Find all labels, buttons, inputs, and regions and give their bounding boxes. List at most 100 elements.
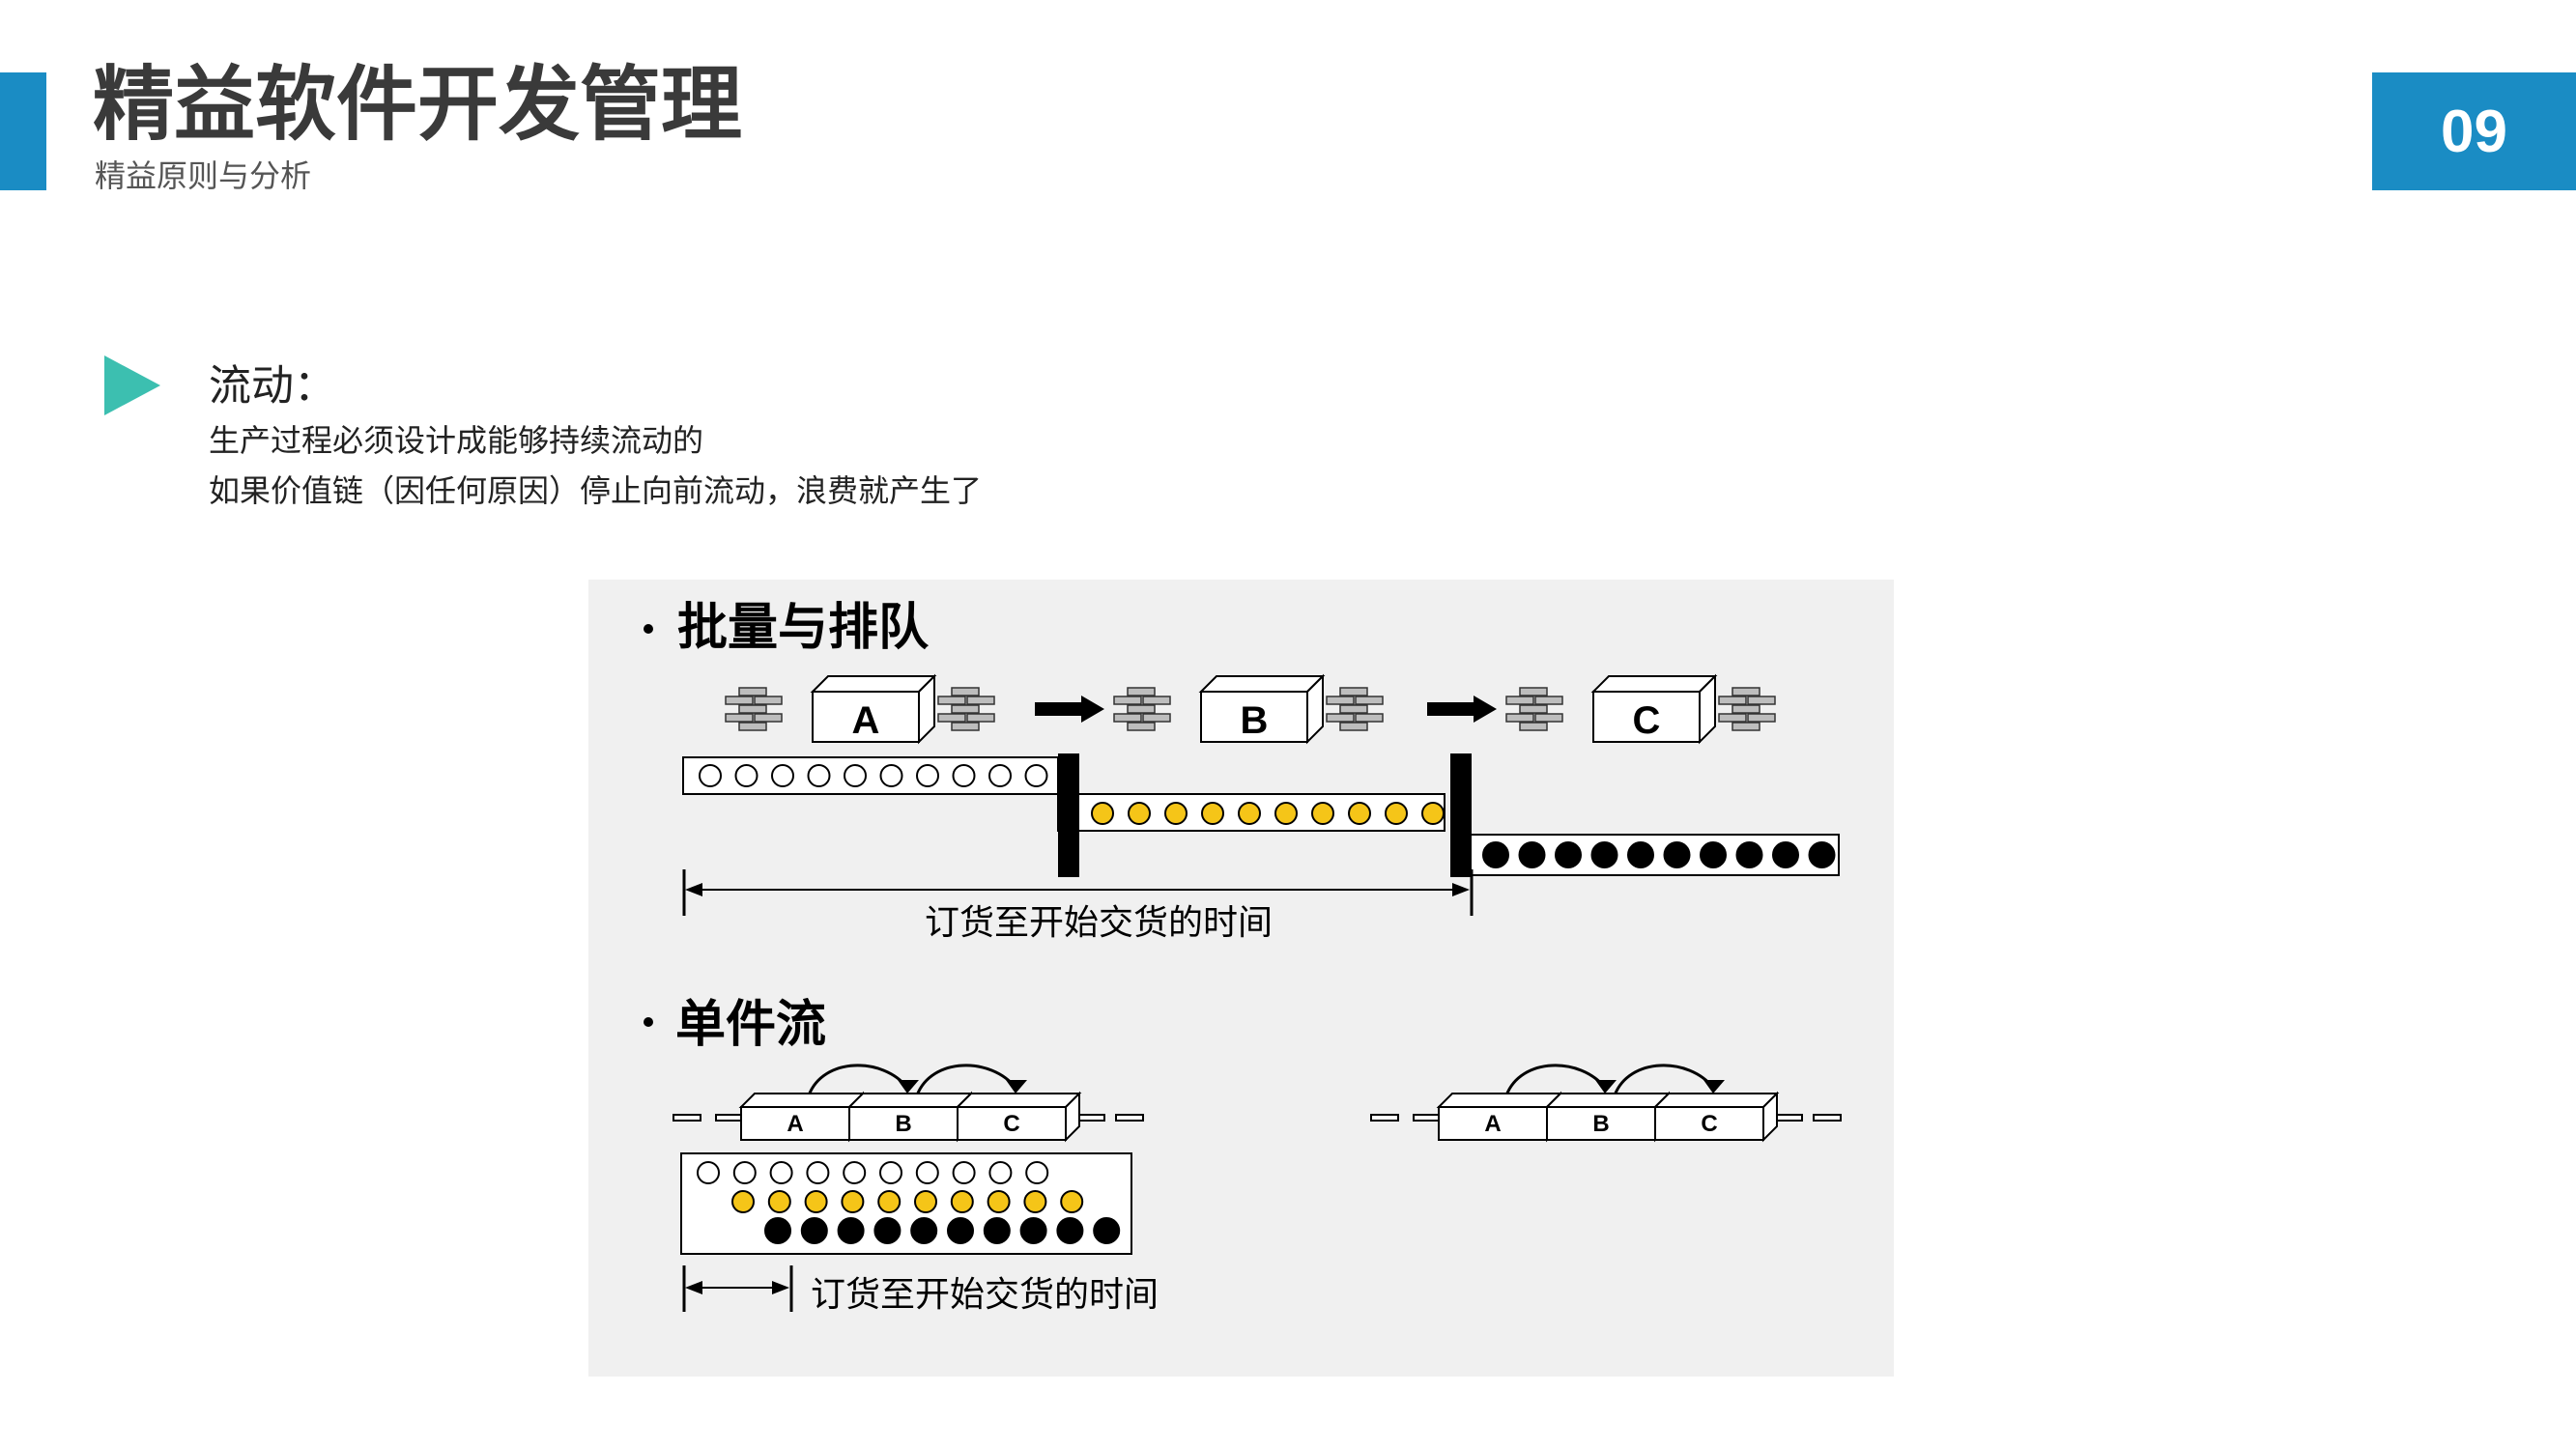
flow-item <box>950 1190 974 1213</box>
brick <box>1127 722 1156 731</box>
queue-item <box>1091 802 1114 825</box>
brick <box>1732 704 1760 714</box>
brick-wall-right-icon <box>937 687 995 731</box>
brick <box>1339 704 1368 714</box>
title-accent-bar <box>0 72 46 190</box>
queue-item <box>1311 802 1334 825</box>
conveyor-dash <box>1813 1114 1842 1122</box>
cell-box-a: A <box>1436 1091 1563 1143</box>
box-front <box>812 691 920 743</box>
page-number: 09 <box>2441 98 2507 165</box>
box-top <box>1652 1093 1780 1108</box>
flow-item <box>910 1217 938 1244</box>
conveyor-dash <box>1076 1114 1105 1122</box>
box-front <box>1654 1106 1764 1141</box>
brick <box>1326 696 1355 705</box>
flow-item <box>843 1161 867 1184</box>
box-front <box>1592 691 1701 743</box>
bullet-dot <box>644 624 653 634</box>
brick-wall-right-icon <box>1718 687 1776 731</box>
brick <box>725 713 754 723</box>
transfer-arrow-icon <box>807 1064 909 1096</box>
queue-item <box>879 764 903 787</box>
dimension-arrowhead <box>772 1281 789 1294</box>
play-triangle-icon <box>104 355 160 415</box>
flow-item <box>732 1161 757 1184</box>
transfer-arrowhead <box>1595 1080 1617 1094</box>
brick <box>1519 687 1548 696</box>
queue-item <box>1808 841 1836 868</box>
station-label: A <box>1484 1111 1501 1137</box>
flow-item <box>987 1190 1011 1213</box>
flow-item <box>769 1161 793 1184</box>
brick <box>1718 713 1747 723</box>
queue-item <box>1385 802 1408 825</box>
brick <box>1326 713 1355 723</box>
conveyor-dash <box>1370 1114 1399 1122</box>
flow-item <box>804 1190 828 1213</box>
brick-wall-left-icon <box>1505 687 1563 731</box>
flow-item <box>879 1161 902 1184</box>
page-number-badge: 09 <box>2372 72 2576 190</box>
queue-item <box>1700 841 1727 868</box>
brick <box>1113 696 1142 705</box>
brick <box>1127 687 1156 696</box>
single-flow-line-right <box>1370 1064 1842 1122</box>
flow-item <box>731 1190 755 1213</box>
queue-item <box>952 764 976 787</box>
flow-item <box>1093 1217 1121 1244</box>
queue-item <box>1627 841 1654 868</box>
conveyor-dash <box>1115 1114 1144 1122</box>
queue-item <box>807 764 831 787</box>
queue-item <box>1238 802 1261 825</box>
brick <box>738 704 767 714</box>
cell-box-b: B <box>846 1091 974 1143</box>
brick <box>1355 696 1384 705</box>
brick <box>966 713 995 723</box>
dimension-arrowhead <box>1452 883 1470 896</box>
brick <box>951 704 980 714</box>
brick <box>725 696 754 705</box>
brick <box>1505 696 1534 705</box>
box-front <box>848 1106 959 1141</box>
brick <box>1747 713 1776 723</box>
box-top <box>955 1093 1082 1108</box>
transfer-arrowhead <box>898 1080 919 1094</box>
box-top <box>1590 675 1718 693</box>
queue-item <box>1421 802 1445 825</box>
queue-item <box>699 764 722 787</box>
transfer-arrow-icon <box>1504 1064 1607 1096</box>
flow-item <box>952 1161 976 1184</box>
queue-item <box>1663 841 1691 868</box>
brick <box>1747 696 1776 705</box>
single-flow-container <box>680 1152 1132 1255</box>
brick <box>754 696 783 705</box>
conveyor-dash <box>1774 1114 1803 1122</box>
flow-item <box>877 1190 902 1213</box>
brick <box>1534 713 1563 723</box>
brick <box>754 713 783 723</box>
brick <box>1534 696 1563 705</box>
transfer-arrowhead <box>1006 1080 1027 1094</box>
station-box-a: A <box>810 673 937 745</box>
queue-item <box>1482 841 1509 868</box>
box-top <box>738 1093 866 1108</box>
single-lead-time-label: 订货至开始交货的时间 <box>811 1275 1159 1315</box>
transfer-arrowhead <box>1703 1080 1725 1094</box>
queue-item <box>1518 841 1546 868</box>
description-line-2: 如果价值链（因任何原因）停止向前流动，浪费就产生了 <box>209 472 983 509</box>
station-label: B <box>895 1111 911 1137</box>
brick <box>951 687 980 696</box>
section-heading: 流动： <box>209 361 336 411</box>
flow-item <box>1060 1190 1084 1213</box>
brick <box>1339 687 1368 696</box>
cell-box-c: C <box>955 1091 1082 1143</box>
description-line-1: 生产过程必须设计成能够持续流动的 <box>209 422 704 459</box>
queue-item <box>1590 841 1618 868</box>
brick <box>1732 722 1760 731</box>
transfer-arrow-icon <box>1613 1064 1715 1096</box>
brick <box>1339 722 1368 731</box>
queue-item <box>1735 841 1763 868</box>
